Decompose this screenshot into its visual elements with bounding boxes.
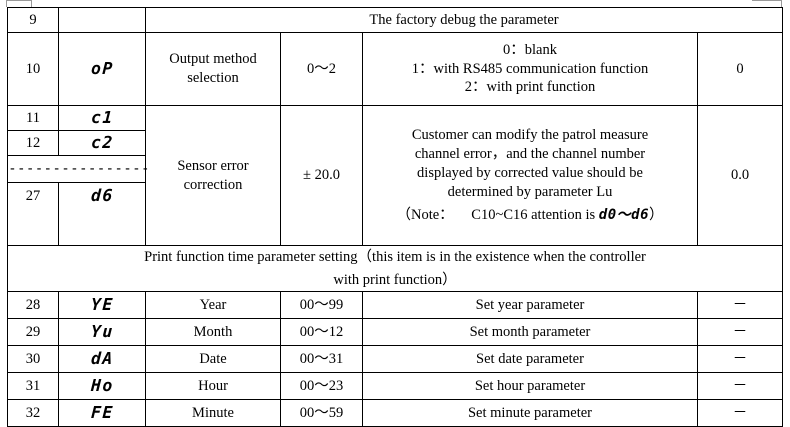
table-move-handle-right xyxy=(752,0,782,7)
cell-range-28: 00～99 xyxy=(280,291,363,319)
name-line-1: Output method xyxy=(169,51,257,68)
cell-print-header: Print function time parameter setting（th… xyxy=(6,245,784,292)
cell-default-sensor-error: 0.0 xyxy=(696,105,784,246)
cell-range-10: 0～2 xyxy=(280,32,363,106)
desc-line-1: 0：blank xyxy=(503,41,557,58)
cell-desc-sensor-error: Customer can modify the patrol measure c… xyxy=(362,105,698,246)
cell-no-29: 29 xyxy=(7,318,59,346)
cell-name-32: Minute xyxy=(145,399,281,427)
led-code-d6: d6 xyxy=(90,186,114,205)
name-line-2: correction xyxy=(183,176,243,193)
cell-no-28: 28 xyxy=(7,291,59,319)
cell-default-10: 0 xyxy=(696,32,784,106)
led-code-ho: Ho xyxy=(90,376,114,396)
led-code-da: dA xyxy=(90,349,114,369)
desc-line-1: Customer can modify the patrol measure xyxy=(411,127,649,144)
table-row-32: 32 FE Minute 00～59 Set minute parameter … xyxy=(7,399,784,427)
note-body: C10~C16 attention is xyxy=(471,206,596,223)
cell-name-29: Month xyxy=(145,318,281,346)
print-header-line-1: Print function time parameter setting（th… xyxy=(144,249,646,266)
led-code-fe: FE xyxy=(90,403,114,423)
cell-range-sensor-error: ± 20.0 xyxy=(280,105,363,246)
desc-line-4: determined by parameter Lu xyxy=(447,183,613,200)
table-row-print-header: Print function time parameter setting（th… xyxy=(6,245,784,292)
desc-line-2: channel error，and the channel number xyxy=(414,146,646,163)
cell-default-29: － xyxy=(696,318,784,346)
led-code-c1: c1 xyxy=(90,108,114,128)
note-prefix: （Note： xyxy=(396,206,454,223)
cell-factory-debug-text: The factory debug the parameter xyxy=(144,7,784,33)
cell-no-10: 10 xyxy=(7,32,59,106)
table-row-31: 31 Ho Hour 00～23 Set hour parameter － xyxy=(7,372,784,400)
desc-line-2: 1：with RS485 communication function xyxy=(411,60,649,77)
cell-default-30: － xyxy=(696,345,784,373)
cell-desc-32: Set minute parameter xyxy=(362,399,698,427)
cell-code-10: oP xyxy=(58,32,146,106)
print-header-line-2: with print function） xyxy=(333,271,457,288)
cell-default-32: － xyxy=(696,399,784,427)
led-code-yu: Yu xyxy=(90,322,114,342)
table-row-12: 12 c2 xyxy=(7,130,783,156)
led-code-d0-d6: d0～d6 xyxy=(598,206,649,223)
cell-code-11: c1 xyxy=(58,105,146,131)
cell-range-30: 00～31 xyxy=(280,345,363,373)
table-move-handle-left xyxy=(6,0,32,7)
cell-default-28: － xyxy=(696,291,784,319)
cell-range-32: 00～59 xyxy=(280,399,363,427)
cell-desc-28: Set year parameter xyxy=(362,291,698,319)
desc-note-line: （Note： C10~C16 attention is d0～d6） xyxy=(365,206,695,225)
parameter-table: 9 The factory debug the parameter 10 oP … xyxy=(6,7,784,427)
cell-desc-31: Set hour parameter xyxy=(362,372,698,400)
cell-no-32: 32 xyxy=(7,399,59,427)
cell-code-9 xyxy=(58,7,146,33)
cell-name-31: Hour xyxy=(145,372,281,400)
cell-no-30: 30 xyxy=(7,345,59,373)
note-suffix: ） xyxy=(649,206,664,223)
table-row-29: 29 Yu Month 00～12 Set month parameter － xyxy=(7,318,784,346)
name-line-1: Sensor error xyxy=(177,157,249,174)
cell-desc-29: Set month parameter xyxy=(362,318,698,346)
cell-name-sensor-error: Sensor error correction xyxy=(145,105,281,246)
table-row-30: 30 dA Date 00～31 Set date parameter － xyxy=(7,345,784,373)
cell-range-31: 00～23 xyxy=(280,372,363,400)
cell-no-9: 9 xyxy=(7,7,59,33)
led-code-c2: c2 xyxy=(90,133,114,153)
cell-desc-10: 0：blank 1：with RS485 communication funct… xyxy=(362,32,698,106)
cell-range-29: 00～12 xyxy=(280,318,363,346)
table-row-10: 10 oP Output method selection 0～2 0：blan… xyxy=(7,32,784,106)
cell-code-31: Ho xyxy=(58,372,146,400)
table-row-28: 28 YE Year 00～99 Set year parameter － xyxy=(7,291,784,319)
cell-code-27: d6 xyxy=(58,182,146,246)
cell-code-29: Yu xyxy=(58,318,146,346)
cell-name-10: Output method selection xyxy=(145,32,281,106)
cell-no-31: 31 xyxy=(7,372,59,400)
cell-name-28: Year xyxy=(145,291,281,319)
cell-no-12: 12 xyxy=(7,130,59,156)
led-code-op: oP xyxy=(90,59,114,79)
desc-line-3: displayed by corrected value should be xyxy=(417,165,643,182)
cell-code-12: c2 xyxy=(58,130,146,156)
cell-no-11: 11 xyxy=(7,105,59,131)
cell-name-30: Date xyxy=(145,345,281,373)
cell-default-31: － xyxy=(696,372,784,400)
table-row-9: 9 The factory debug the parameter xyxy=(7,7,784,33)
desc-line-3: 2：with print function xyxy=(464,79,596,96)
cell-code-28: YE xyxy=(58,291,146,319)
cell-code-30: dA xyxy=(58,345,146,373)
cell-dash-separator: - - - - - - - - - - - - - - - - xyxy=(7,155,148,183)
cell-desc-30: Set date parameter xyxy=(362,345,698,373)
led-code-ye: YE xyxy=(90,295,114,315)
cell-code-32: FE xyxy=(58,399,146,427)
table-row-11: 11 c1 Sensor error correction ± 20.0 Cus… xyxy=(7,105,784,246)
cell-no-27: 27 xyxy=(7,182,59,246)
table-row-27: 27 d6 xyxy=(7,182,783,246)
name-line-2: selection xyxy=(187,70,239,86)
